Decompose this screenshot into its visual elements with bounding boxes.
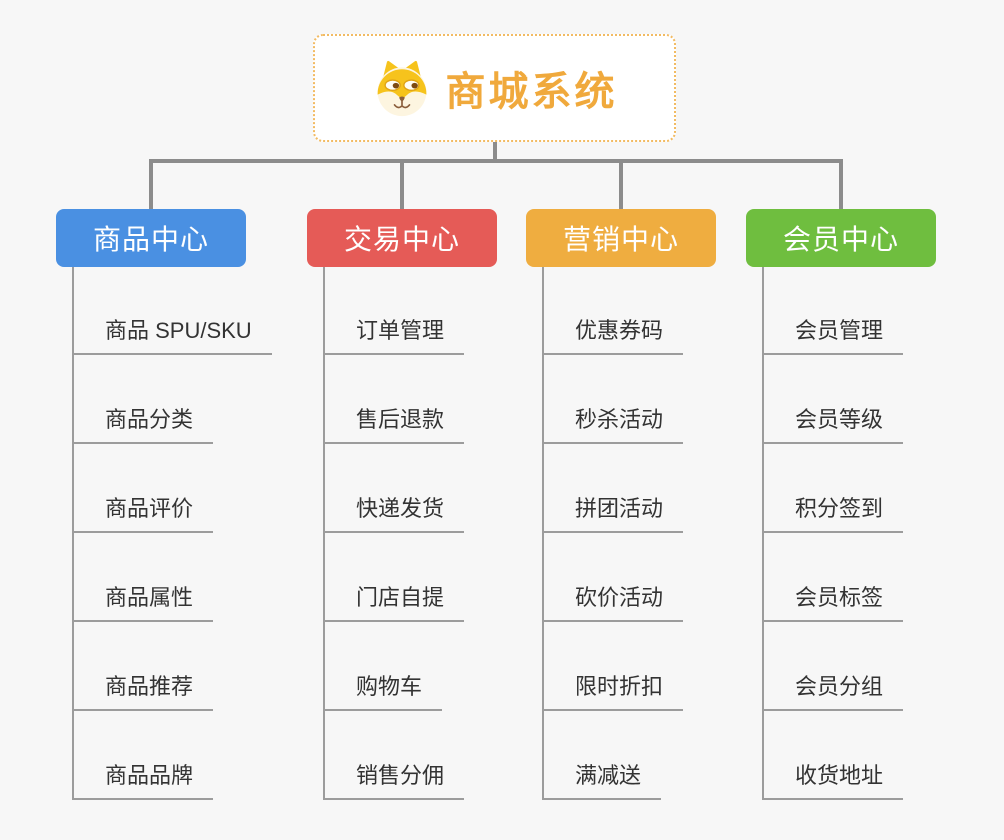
leaf-node-full-reduction[interactable]: 满减送 — [542, 762, 662, 800]
leaf-node-member-management[interactable]: 会员管理 — [762, 317, 904, 355]
branch-node-trade-center[interactable]: 交易中心 — [307, 209, 497, 267]
connector-horizontal — [149, 159, 843, 163]
leaf-node-flash-sale[interactable]: 秒杀活动 — [542, 406, 684, 444]
leaf-node-shipping-address[interactable]: 收货地址 — [762, 762, 904, 800]
branch-column-product: 商品中心 商品 SPU/SKU 商品分类 商品评价 商品属性 商品推荐 商品品牌 — [56, 0, 316, 840]
connector-root-stub — [493, 140, 497, 161]
branch-node-marketing-center[interactable]: 营销中心 — [526, 209, 716, 267]
connector-trunk — [542, 267, 544, 800]
branch-column-member: 会员中心 会员管理 会员等级 积分签到 会员标签 会员分组 收货地址 — [746, 0, 1004, 840]
branch-column-trade: 交易中心 订单管理 售后退款 快递发货 门店自提 购物车 销售分佣 — [307, 0, 567, 840]
connector-trunk — [323, 267, 325, 800]
leaf-node-product-review[interactable]: 商品评价 — [72, 495, 214, 533]
leaf-node-product-recommend[interactable]: 商品推荐 — [72, 673, 214, 711]
leaf-node-limited-time-discount[interactable]: 限时折扣 — [542, 673, 684, 711]
branch-node-product-center[interactable]: 商品中心 — [56, 209, 246, 267]
root-node[interactable]: 商城系统 — [313, 34, 676, 142]
leaf-node-member-group[interactable]: 会员分组 — [762, 673, 904, 711]
root-title: 商城系统 — [445, 70, 618, 114]
leaf-node-product-attribute[interactable]: 商品属性 — [72, 584, 214, 622]
leaf-node-express-delivery[interactable]: 快递发货 — [323, 495, 465, 533]
leaf-node-product-category[interactable]: 商品分类 — [72, 406, 214, 444]
leaf-node-product-spu-sku[interactable]: 商品 SPU/SKU — [72, 317, 272, 355]
leaf-node-coupon-code[interactable]: 优惠券码 — [542, 317, 684, 355]
leaf-node-points-checkin[interactable]: 积分签到 — [762, 495, 904, 533]
connector-drop-2 — [400, 159, 404, 210]
connector-trunk — [762, 267, 764, 800]
connector-drop-4 — [839, 159, 843, 210]
leaf-node-member-tag[interactable]: 会员标签 — [762, 584, 904, 622]
leaf-node-aftersale-refund[interactable]: 售后退款 — [323, 406, 465, 444]
leaf-node-group-buy[interactable]: 拼团活动 — [542, 495, 684, 533]
leaf-node-bargain-activity[interactable]: 砍价活动 — [542, 584, 684, 622]
leaf-node-order-management[interactable]: 订单管理 — [323, 317, 465, 355]
leaf-node-product-brand[interactable]: 商品品牌 — [72, 762, 214, 800]
connector-drop-3 — [619, 159, 623, 210]
leaf-node-sales-commission[interactable]: 销售分佣 — [323, 762, 465, 800]
leaf-node-shopping-cart[interactable]: 购物车 — [323, 673, 443, 711]
branch-column-marketing: 营销中心 优惠券码 秒杀活动 拼团活动 砍价活动 限时折扣 满减送 — [526, 0, 786, 840]
branch-node-member-center[interactable]: 会员中心 — [746, 209, 936, 267]
leaf-node-member-level[interactable]: 会员等级 — [762, 406, 904, 444]
connector-trunk — [72, 267, 74, 800]
leaf-node-store-pickup[interactable]: 门店自提 — [323, 584, 465, 622]
connector-drop-1 — [149, 159, 153, 210]
dog-icon — [372, 58, 432, 118]
